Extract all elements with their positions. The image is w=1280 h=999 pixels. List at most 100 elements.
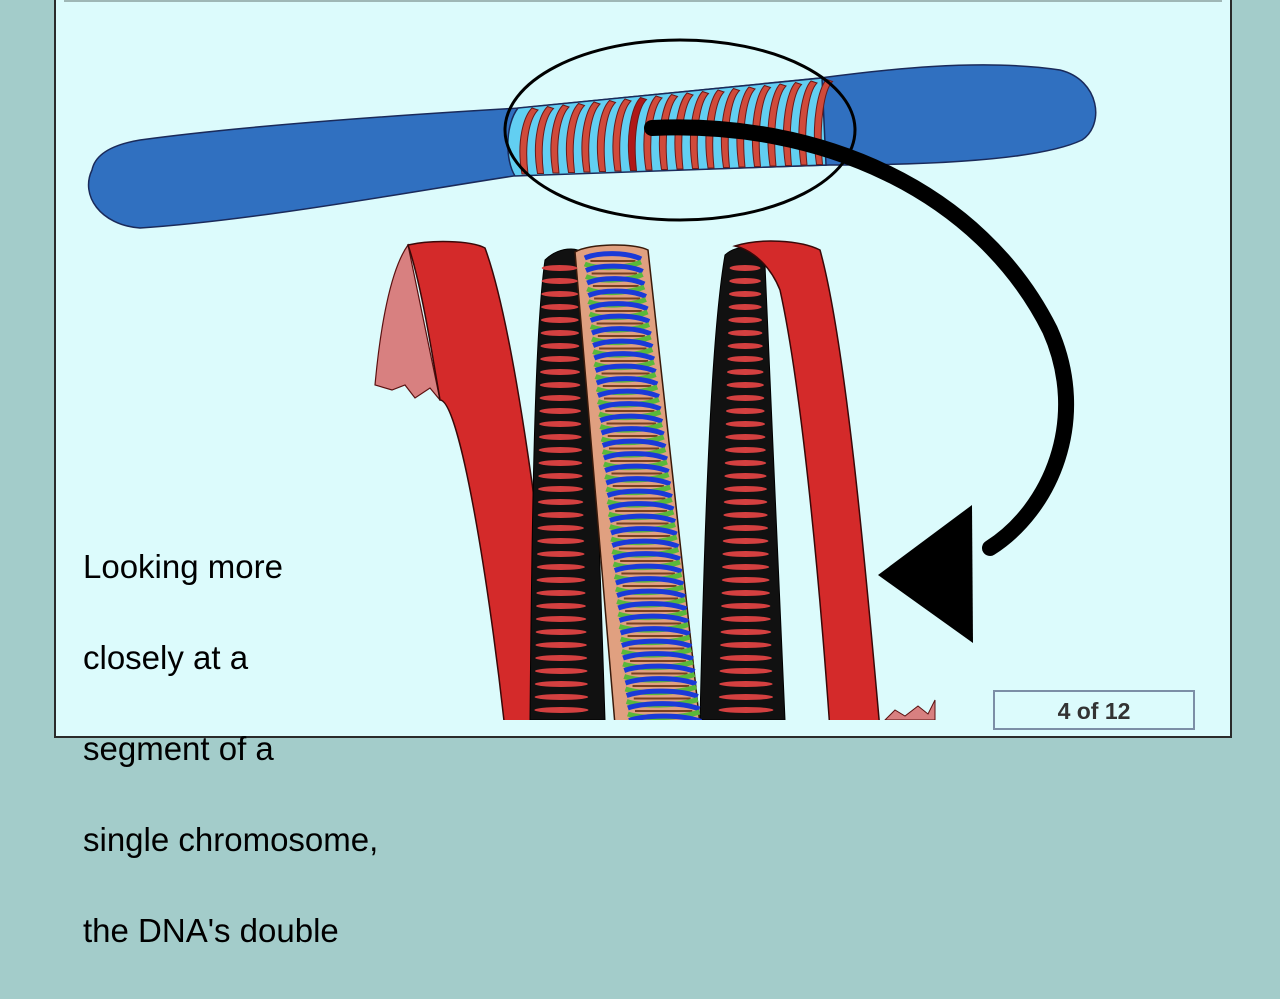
coil-rung: [539, 382, 581, 388]
coil-rung: [538, 460, 583, 466]
coil-rung: [540, 356, 580, 362]
dna-strand-blue: [623, 663, 696, 674]
coil-rung: [724, 473, 767, 479]
dna-strand-blue: [583, 251, 643, 262]
curved-arrow-icon: [644, 119, 1075, 643]
segment-coil-turn: [550, 104, 570, 174]
coil-rung: [534, 681, 588, 687]
coil-rung: [721, 577, 770, 583]
coil-rung: [539, 395, 581, 401]
coil-rung: [537, 512, 584, 518]
coil-rung: [727, 356, 764, 362]
dna-strand-blue: [618, 613, 690, 624]
dna-strand-blue: [599, 413, 664, 424]
coil-rung: [536, 603, 586, 609]
dna-strand-blue: [594, 363, 657, 374]
dna-strand-blue: [610, 526, 678, 537]
coil-rung: [720, 642, 772, 648]
coil-rung: [728, 291, 762, 297]
caption-line: Looking more: [83, 547, 283, 585]
coil-rung: [719, 655, 772, 661]
dna-strand-blue: [607, 501, 675, 512]
coil-rung: [728, 304, 762, 310]
coil-rung: [718, 707, 774, 713]
chromosome-illustration: [87, 38, 1097, 720]
dna-strand-blue: [586, 276, 646, 287]
coil-rung: [718, 694, 774, 700]
segment-coil-turn: [581, 101, 601, 173]
coil-rung: [537, 525, 584, 531]
dna-strand-blue: [617, 601, 688, 612]
coil-rung: [536, 564, 585, 570]
dna-strand-blue: [625, 688, 699, 699]
coil-rung: [723, 512, 768, 518]
coil-rung: [541, 265, 578, 271]
dna-strand-blue: [588, 301, 649, 312]
slide-page-counter: 4 of 12: [993, 690, 1195, 730]
coil-rung: [535, 616, 587, 622]
segment-coil-turn: [643, 95, 663, 171]
dna-strand-blue: [605, 476, 672, 487]
coil-rung: [539, 421, 582, 427]
segment-coil-turn: [519, 107, 539, 175]
coil-rung: [725, 434, 766, 440]
coil-rung: [536, 551, 585, 557]
coil-rung: [537, 538, 585, 544]
coil-rung: [724, 460, 767, 466]
coil-rung: [725, 447, 766, 453]
dna-strand-blue: [595, 376, 659, 387]
dna-strand-blue: [615, 576, 685, 587]
coil-rung: [727, 330, 763, 336]
coil-rung: [725, 421, 766, 427]
coil-rung: [722, 551, 769, 557]
coil-rung: [534, 707, 589, 713]
dna-strand-blue: [611, 538, 680, 549]
coil-rung: [535, 655, 588, 661]
coil-rung: [719, 681, 773, 687]
coil-rung: [539, 408, 582, 414]
caption-line: segment of a: [83, 729, 274, 767]
dna-strand-blue: [589, 313, 651, 324]
dna-strand-blue: [587, 288, 647, 299]
coil-rung: [720, 629, 772, 635]
coil-rung: [540, 317, 579, 323]
segment-coil-turn: [612, 98, 632, 172]
coil-rung: [536, 590, 586, 596]
dna-strand-blue: [612, 551, 681, 562]
caption-line: single chromosome,: [83, 820, 379, 858]
coil-rung: [535, 642, 587, 648]
coil-rung: [541, 304, 579, 310]
coil-rung: [727, 343, 763, 349]
coil-rung: [724, 486, 767, 492]
coil-rung: [729, 265, 761, 271]
dna-double-helix: [583, 251, 702, 720]
coil-rung: [537, 499, 584, 505]
coil-rung: [726, 395, 765, 401]
segment-coil-turn: [534, 105, 555, 174]
coil-rung: [534, 668, 588, 674]
coil-rung: [538, 447, 582, 453]
dna-strand-blue: [601, 438, 667, 449]
coil-rung: [726, 382, 764, 388]
coil-rung: [729, 278, 761, 284]
dna-strand-blue: [600, 426, 665, 437]
dna-strand-blue: [613, 563, 683, 574]
nucleosome-rungs: [534, 265, 774, 713]
segment-coil-turn: [627, 96, 648, 171]
coil-rung: [728, 317, 763, 323]
dna-strand-blue: [627, 701, 701, 712]
coil-rung: [726, 369, 764, 375]
dna-strand-blue: [592, 338, 654, 349]
coil-rung: [720, 616, 771, 622]
coil-rung: [541, 291, 579, 297]
magnify-ellipse: [503, 38, 857, 222]
coil-rung: [722, 538, 769, 544]
coil-rung: [723, 525, 769, 531]
dna-strand-blue: [593, 351, 656, 362]
dna-strand-blue: [621, 638, 693, 649]
segment-coil-turn: [565, 102, 586, 173]
coil-rung: [538, 473, 583, 479]
coil-rung: [721, 590, 771, 596]
coil-rung: [723, 499, 768, 505]
dna-strand-blue: [604, 463, 670, 474]
